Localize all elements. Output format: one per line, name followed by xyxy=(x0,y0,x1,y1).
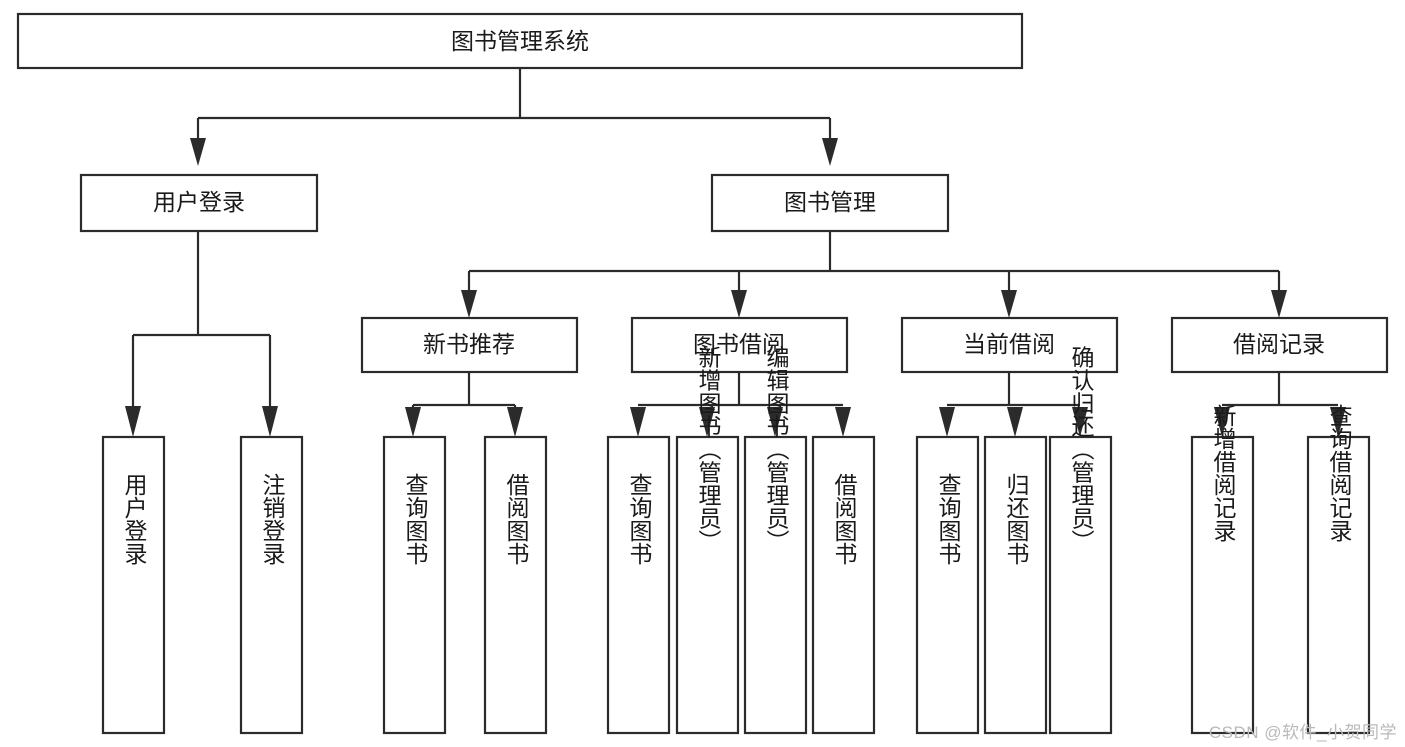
csdn-watermark: CSDN @软件_小贺同学 xyxy=(1208,723,1397,742)
connector-group-new-book-recommend xyxy=(405,372,523,437)
node-leaf-logout-box[interactable] xyxy=(239,435,304,735)
arrow-to-current-borrow xyxy=(1001,290,1017,318)
node-root-box[interactable] xyxy=(16,12,1024,70)
node-book-manage-label: 图书管理 xyxy=(784,189,876,215)
node-leaf-query-book-1-label: 查询图书 xyxy=(402,473,429,565)
node-new-book-recommend-box[interactable] xyxy=(360,316,579,374)
node-leaf-query-book-1[interactable]: 查询图书 xyxy=(382,435,447,735)
node-user-login-label: 用户登录 xyxy=(153,189,245,215)
node-root-label: 图书管理系统 xyxy=(451,28,589,54)
arrow-to-leaf-query-book-1 xyxy=(405,407,421,437)
node-root[interactable]: 图书管理系统 xyxy=(16,12,1024,70)
arrow-root-to-book-manage xyxy=(822,138,838,166)
node-leaf-add-book[interactable]: 新增图书（管理员） xyxy=(675,346,740,735)
node-leaf-user-login-box[interactable] xyxy=(101,435,166,735)
node-leaf-add-record-box[interactable] xyxy=(1190,435,1255,735)
node-leaf-borrow-book-1[interactable]: 借阅图书 xyxy=(483,435,548,735)
connector-group-borrow-record xyxy=(1214,372,1346,437)
node-leaf-borrow-book-2-box[interactable] xyxy=(811,435,876,735)
node-current-borrow[interactable]: 当前借阅 xyxy=(900,316,1119,374)
node-leaf-query-record[interactable]: 查询借阅记录 xyxy=(1306,404,1371,735)
connector-group-book-manage xyxy=(461,231,1287,318)
node-leaf-user-login-label: 用户登录 xyxy=(121,473,148,565)
node-user-login-box[interactable] xyxy=(79,173,319,233)
arrow-to-leaf-edit-book xyxy=(767,407,783,437)
node-book-manage-box[interactable] xyxy=(710,173,950,233)
node-leaf-confirm-return-box[interactable] xyxy=(1048,435,1113,735)
node-borrow-record-label: 借阅记录 xyxy=(1233,331,1325,357)
node-leaf-confirm-return-label: 确认归还（管理员） xyxy=(1068,346,1095,553)
connector-group-root xyxy=(190,68,838,166)
node-leaf-borrow-book-1-box[interactable] xyxy=(483,435,548,735)
node-leaf-borrow-book-1-label: 借阅图书 xyxy=(503,473,530,565)
node-leaf-user-login[interactable]: 用户登录 xyxy=(101,435,166,735)
node-leaf-logout[interactable]: 注销登录 xyxy=(239,435,304,735)
node-leaf-query-book-3[interactable]: 查询图书 xyxy=(915,435,980,735)
node-leaf-logout-label: 注销登录 xyxy=(259,473,286,565)
arrow-to-book-borrow xyxy=(731,290,747,318)
node-leaf-edit-book-box[interactable] xyxy=(743,435,808,735)
node-leaf-borrow-book-2-label: 借阅图书 xyxy=(831,473,858,565)
node-leaf-return-book-label: 归还图书 xyxy=(1003,473,1030,565)
node-leaf-confirm-return[interactable]: 确认归还（管理员） xyxy=(1048,346,1113,735)
node-leaf-query-book-3-box[interactable] xyxy=(915,435,980,735)
node-leaf-query-book-2-box[interactable] xyxy=(606,435,671,735)
node-current-borrow-box[interactable] xyxy=(900,316,1119,374)
arrow-to-borrow-record xyxy=(1271,290,1287,318)
node-leaf-query-book-3-label: 查询图书 xyxy=(935,473,962,565)
arrow-to-leaf-query-book-3 xyxy=(939,407,955,437)
node-leaf-query-record-box[interactable] xyxy=(1306,435,1371,735)
node-leaf-edit-book-label: 编辑图书（管理员） xyxy=(763,346,790,553)
node-leaf-add-book-label: 新增图书（管理员） xyxy=(695,346,722,553)
connector-group-book-borrow xyxy=(630,372,851,437)
node-book-manage[interactable]: 图书管理 xyxy=(710,173,950,233)
node-book-borrow[interactable]: 图书借阅 xyxy=(630,316,849,374)
arrow-to-leaf-borrow-book-1 xyxy=(507,407,523,437)
arrow-to-leaf-borrow-book-2 xyxy=(835,407,851,437)
arrow-to-leaf-logout xyxy=(262,406,278,437)
node-leaf-query-record-label: 查询借阅记录 xyxy=(1326,404,1353,542)
arrow-to-leaf-query-record xyxy=(1330,407,1346,437)
node-leaf-edit-book[interactable]: 编辑图书（管理员） xyxy=(743,346,808,735)
node-new-book-recommend[interactable]: 新书推荐 xyxy=(360,316,579,374)
node-leaf-borrow-book-2[interactable]: 借阅图书 xyxy=(811,435,876,735)
node-leaf-return-book-box[interactable] xyxy=(983,435,1048,735)
node-current-borrow-label: 当前借阅 xyxy=(963,331,1055,357)
node-leaf-add-book-box[interactable] xyxy=(675,435,740,735)
node-book-borrow-box[interactable] xyxy=(630,316,849,374)
node-leaf-query-book-1-box[interactable] xyxy=(382,435,447,735)
arrow-to-leaf-confirm-return xyxy=(1072,407,1088,437)
node-leaf-query-book-2[interactable]: 查询图书 xyxy=(606,435,671,735)
connector-group-current-borrow xyxy=(939,372,1088,437)
node-leaf-add-record[interactable]: 新增借阅记录 xyxy=(1190,404,1255,735)
arrow-to-leaf-user-login xyxy=(125,406,141,437)
arrow-to-new-book-recommend xyxy=(461,290,477,318)
node-leaf-add-record-label: 新增借阅记录 xyxy=(1210,404,1237,542)
node-new-book-recommend-label: 新书推荐 xyxy=(423,331,515,357)
node-borrow-record[interactable]: 借阅记录 xyxy=(1170,316,1389,374)
node-borrow-record-box[interactable] xyxy=(1170,316,1389,374)
arrow-to-leaf-return-book xyxy=(1007,407,1023,437)
arrow-to-leaf-add-record xyxy=(1214,407,1230,437)
node-user-login[interactable]: 用户登录 xyxy=(79,173,319,233)
node-leaf-query-book-2-label: 查询图书 xyxy=(626,473,653,565)
node-leaf-return-book[interactable]: 归还图书 xyxy=(983,435,1048,735)
arrow-to-leaf-query-book-2 xyxy=(630,407,646,437)
arrow-root-to-user-login xyxy=(190,138,206,166)
connector-group-user-login xyxy=(125,231,278,437)
arrow-to-leaf-add-book xyxy=(699,407,715,437)
node-book-borrow-label: 图书借阅 xyxy=(693,331,785,357)
